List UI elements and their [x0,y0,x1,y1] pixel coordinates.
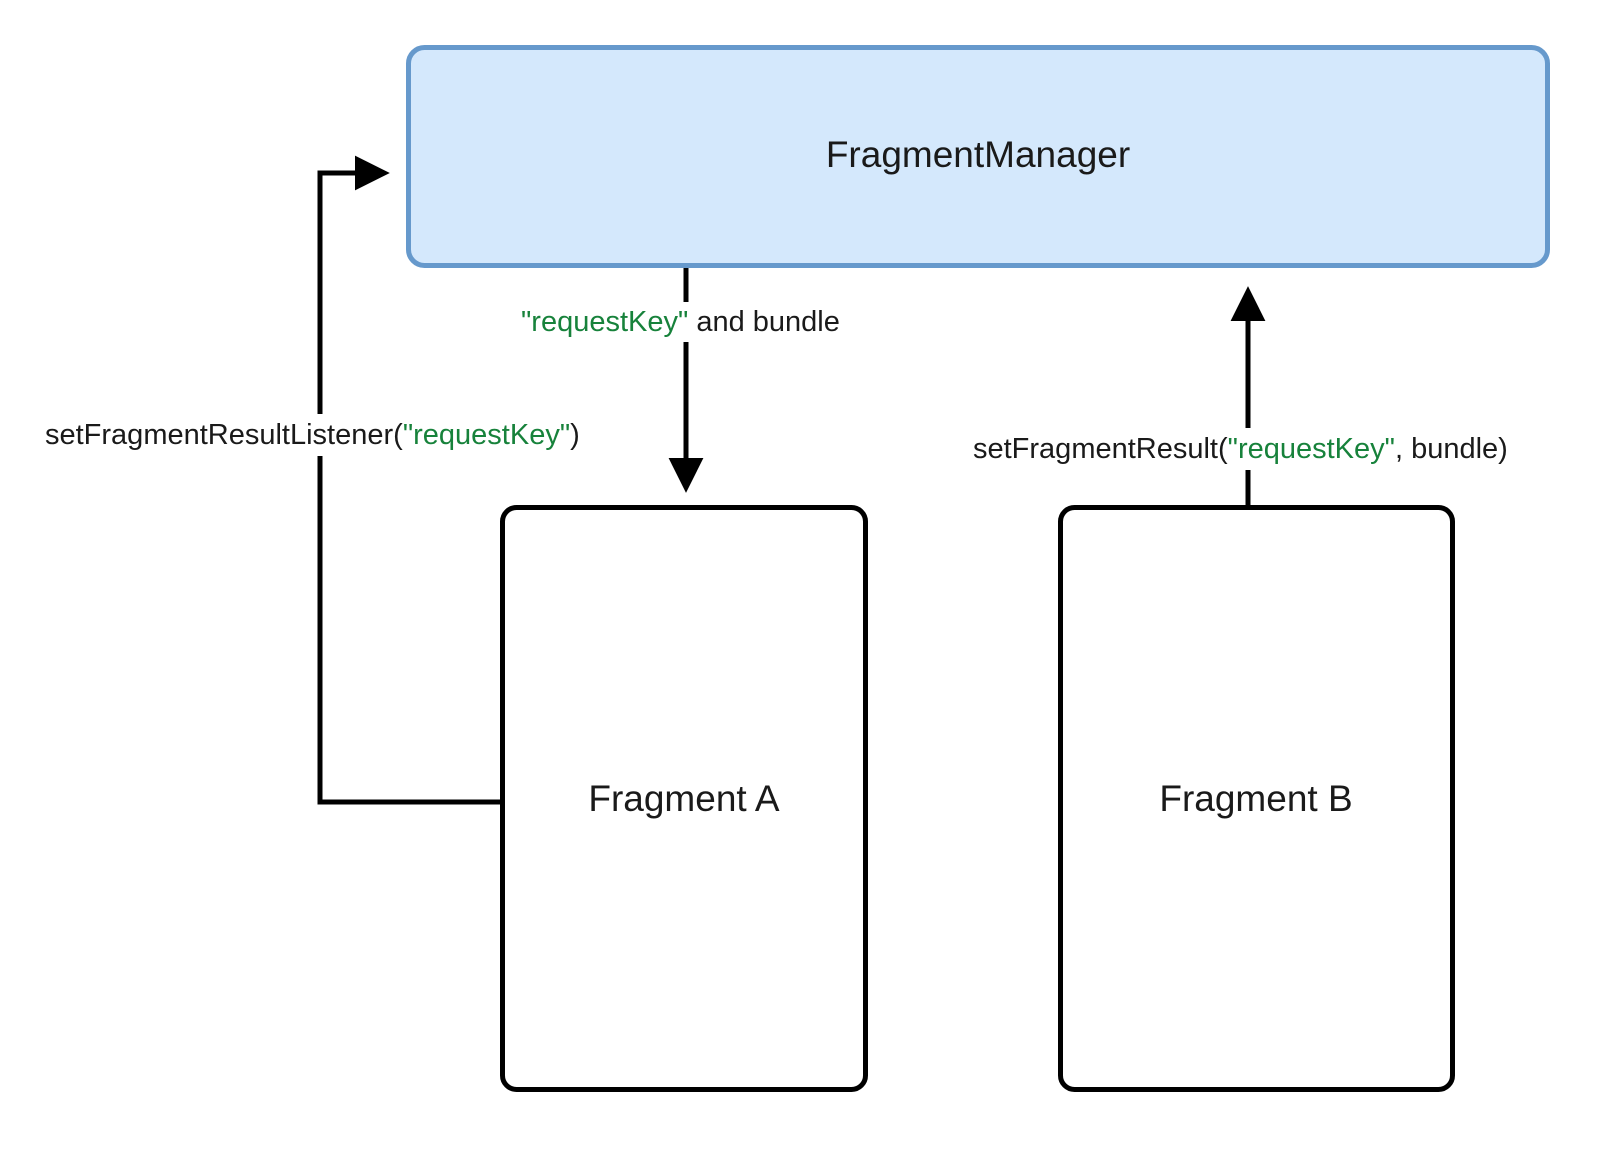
edge-label-key: "requestKey" [1228,433,1395,465]
node-fragment-manager-label: FragmentManager [826,134,1130,175]
node-fragment-a-label: Fragment A [588,778,780,819]
edge-label-set-fragment-result-listener: setFragmentResultListener("requestKey") [45,419,580,451]
edge-label-backdrop [516,302,852,342]
node-fragment-b-box[interactable] [1058,505,1455,1092]
edge-set-fragment-result-listener-line [317,155,500,805]
edge-set-fragment-result: setFragmentResult("requestKey", bundle) [968,286,1520,505]
edge-label-key: "requestKey" [403,419,570,451]
edge-label-set-fragment-result: setFragmentResult("requestKey", bundle) [973,433,1508,465]
node-fragment-manager-box[interactable] [406,45,1550,268]
node-fragment-a[interactable]: Fragment A [500,505,868,1092]
edge-label-backdrop [40,414,600,456]
node-fragment-b[interactable]: Fragment B [1058,505,1455,1092]
edge-label-suffix: ) [570,419,580,451]
node-fragment-manager[interactable]: FragmentManager [406,45,1550,268]
edge-label-suffix: , bundle) [1395,433,1508,465]
edge-label-request-key-and-bundle: "requestKey" and bundle [521,306,840,338]
node-fragment-a-box[interactable] [500,505,868,1092]
edge-label-suffix: and bundle [688,306,840,338]
edge-label-backdrop [968,428,1520,470]
edge-label-key: "requestKey" [521,306,688,338]
edge-request-key-and-bundle: "requestKey" and bundle [516,268,852,493]
edge-label-prefix: setFragmentResult( [973,433,1228,465]
edge-label-prefix: setFragmentResultListener( [45,419,403,451]
node-fragment-b-label: Fragment B [1159,778,1352,819]
edge-set-fragment-result-listener: setFragmentResultListener("requestKey") [40,155,600,805]
